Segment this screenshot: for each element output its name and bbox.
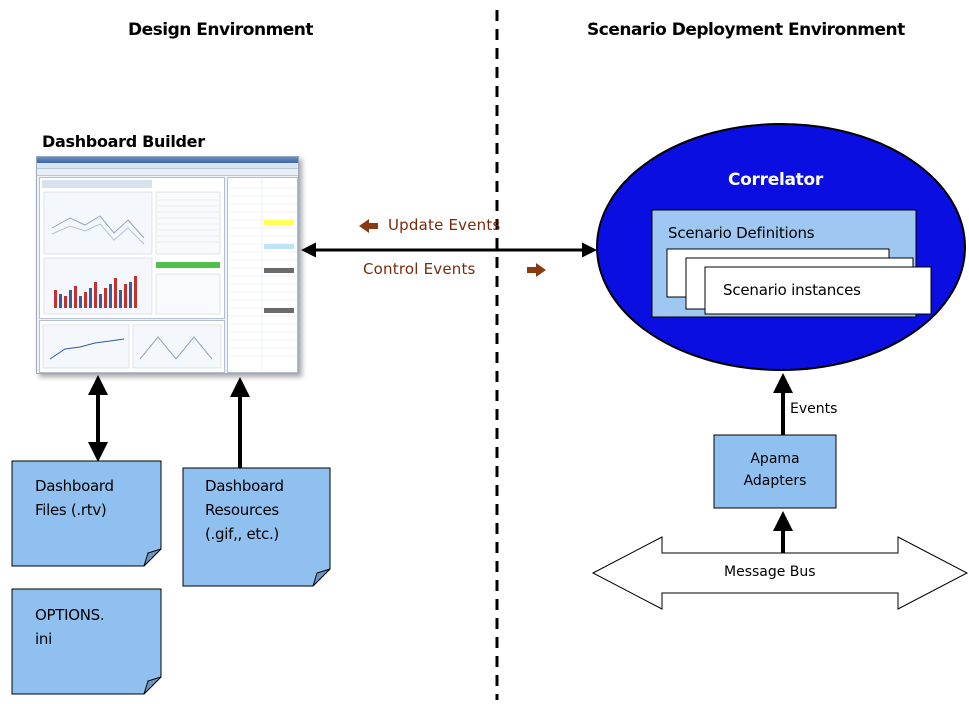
control-events-arrow-icon	[527, 263, 546, 277]
update-events-arrow-icon	[359, 219, 378, 233]
correlator-title: Correlator	[728, 170, 823, 190]
deployment-environment-heading: Scenario Deployment Environment	[587, 20, 905, 40]
dashboard-builder-title: Dashboard Builder	[42, 132, 205, 151]
dashboard-builder-screenshot	[36, 156, 299, 374]
events-label: Events	[790, 401, 838, 417]
dashboard-resources-label: Dashboard Resources (.gif,, etc.)	[205, 477, 284, 543]
apama-adapters-box	[713, 434, 837, 509]
control-events-label: Control Events	[363, 260, 476, 278]
design-environment-heading: Design Environment	[128, 20, 314, 40]
dashboard-toolbar	[37, 169, 298, 176]
update-events-label: Update Events	[388, 216, 501, 234]
dashboard-bottom-panel	[39, 320, 225, 373]
scenario-instances-label: Scenario instances	[723, 281, 861, 299]
message-bus-arrow	[591, 536, 969, 610]
dashboard-resources-note-fold	[312, 568, 331, 587]
dashboard-canvas	[39, 177, 225, 319]
dashboard-files-label: Dashboard Files (.rtv)	[35, 477, 114, 519]
scenario-definitions-label: Scenario Definitions	[668, 224, 815, 242]
apama-adapters-label: Apama Adapters	[743, 451, 807, 489]
dashboard-menubar	[37, 163, 298, 169]
message-bus-label: Message Bus	[724, 564, 816, 580]
options-ini-note-fold	[143, 676, 162, 695]
dashboard-properties-panel	[227, 177, 298, 373]
options-ini-label: OPTIONS. ini	[35, 606, 105, 648]
dashboard-titlebar	[37, 157, 298, 163]
scenario-instance-card-1	[704, 266, 932, 315]
dashboard-files-note-fold	[143, 548, 162, 567]
